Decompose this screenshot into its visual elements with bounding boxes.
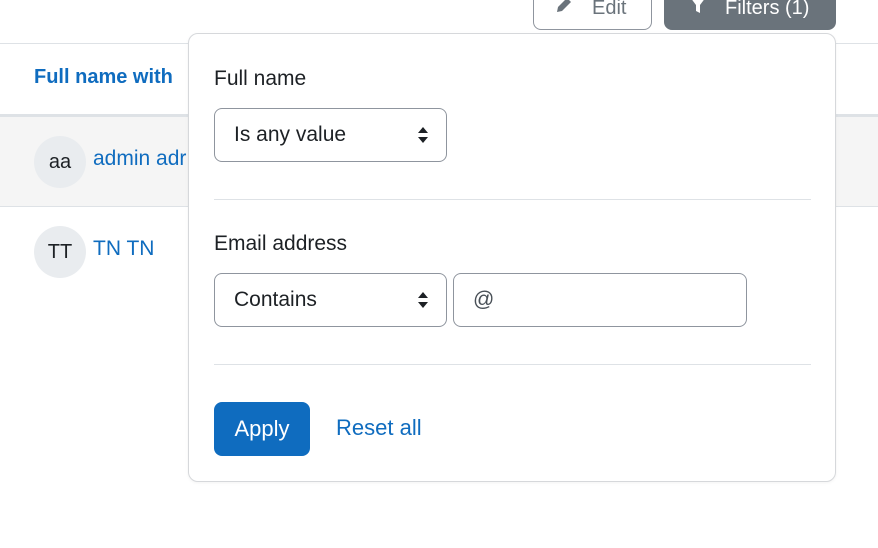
sort-caret-icon [418,127,428,143]
email-filter-label: Email address [214,232,348,255]
reset-all-link[interactable]: Reset all [336,415,422,440]
fullname-operator-select[interactable]: Is any value [214,108,447,162]
apply-button[interactable]: Apply [214,402,310,456]
email-value-input[interactable]: @ [453,273,747,327]
user-link[interactable]: admin adr [93,147,187,170]
filters-button[interactable]: Filters (1) [664,0,836,30]
filter-icon [689,0,707,21]
edit-button[interactable]: Edit [533,0,652,30]
email-value-text: @ [473,288,495,311]
user-link[interactable]: TN TN [93,237,155,260]
filter-divider [214,199,811,200]
edit-button-label: Edit [592,0,627,19]
avatar: aa [34,136,86,188]
avatar: TT [34,226,86,278]
sort-caret-icon [418,292,428,308]
fullname-filter-label: Full name [214,67,307,90]
filters-popover: Full name Is any value Email address Con… [188,33,836,482]
pencil-icon [554,0,574,21]
filters-button-label: Filters (1) [725,0,810,19]
email-operator-value: Contains [234,288,317,311]
filter-divider [214,364,811,365]
email-operator-select[interactable]: Contains [214,273,447,327]
fullname-operator-value: Is any value [234,123,347,146]
column-header-fullname[interactable]: Full name with [34,66,173,88]
